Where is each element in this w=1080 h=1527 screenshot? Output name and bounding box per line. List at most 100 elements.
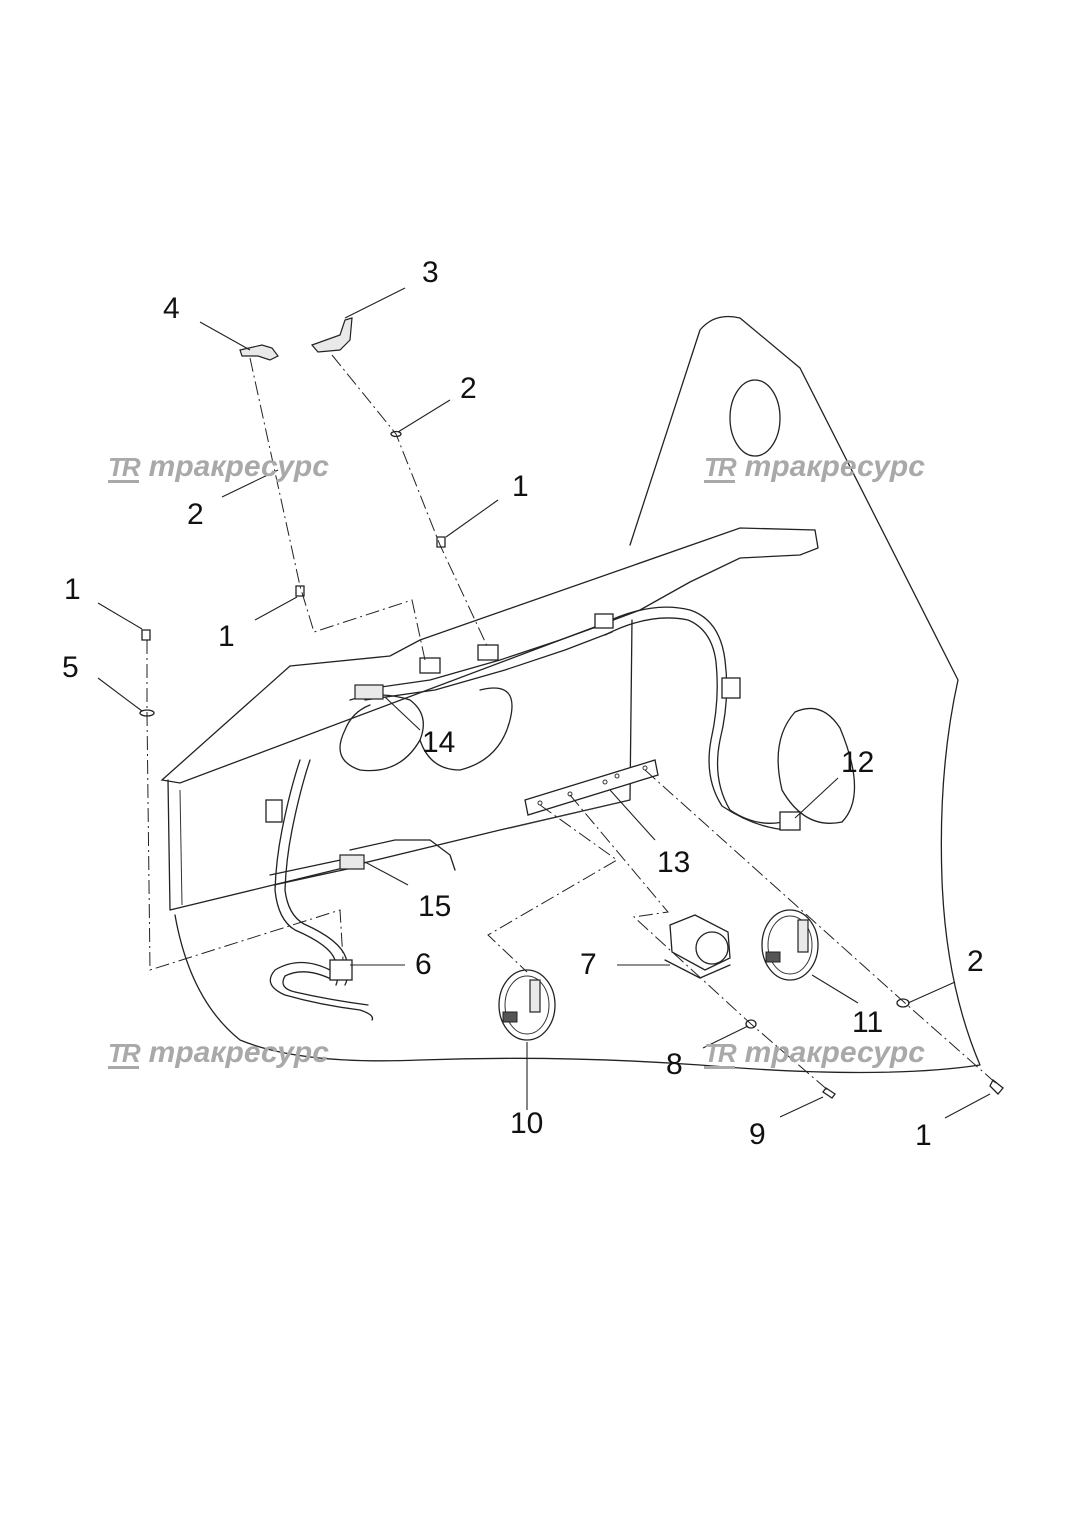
watermark-logo: TR [704,452,737,483]
axis-sensor-4 [249,357,426,661]
bolt-lower-right [989,1078,1004,1095]
leader-2-right [907,981,956,1004]
connector-block-2 [477,644,499,661]
screw-9 [822,1087,836,1099]
harness-lower-hose [269,961,374,1021]
axis-lamp-11 [644,769,999,1086]
callout-8: 8 [666,1048,683,1081]
callout-9: 9 [749,1118,766,1151]
harness-loop [339,694,424,772]
leader-2-top [397,399,451,433]
harness-top [359,621,611,691]
lamp-11-plug [765,951,781,963]
callout-2-top: 2 [460,372,477,405]
panel-hole-upper [729,379,781,457]
harness-right-2 [604,617,789,831]
callout-1-left: 1 [64,573,81,606]
harness-right [599,606,791,824]
leader-1-mid [254,596,298,621]
axis-alarm [569,794,831,1093]
connector-block-3 [594,613,614,629]
callout-7: 7 [580,948,597,981]
front-box-inner [179,789,631,906]
callout-4: 4 [163,292,180,325]
axis-bolt-left [146,640,344,971]
sensor-3 [310,317,353,353]
callout-12: 12 [841,746,875,779]
callout-11: 11 [852,1006,884,1039]
front-box [167,619,633,911]
leader-1-bottom [944,1093,991,1119]
leader-1-right [445,499,499,538]
alarm-7-body [669,914,731,971]
callout-6: 6 [415,948,432,981]
callout-1-upper-right: 1 [512,470,529,503]
callout-10: 10 [510,1107,544,1140]
callout-3: 3 [422,256,439,289]
leader-5 [97,677,143,712]
leader-15 [364,861,409,886]
panel-hole-lower [777,707,856,824]
lamp-11-body [761,909,819,981]
leader-1-left [97,602,143,630]
connector-block-6 [265,799,283,823]
axis-sensor-3 [331,354,489,649]
washer-right [896,998,910,1008]
leader-4 [199,321,251,351]
side-panel-outline [174,315,981,1074]
watermark-logo: TR [108,452,141,483]
leader-11 [811,974,859,1004]
lamp-10-body [498,969,556,1041]
leader-8 [702,1025,749,1049]
watermark-text: тракресурс [744,450,925,483]
watermark-logo: TR [704,1038,737,1069]
watermark-text: тракресурс [744,1036,925,1069]
leader-2-left [221,469,279,498]
lamp-10-inner [504,975,550,1035]
harness-main-2 [284,759,349,986]
bracket-hole-d [614,773,620,779]
callout-14: 14 [422,726,456,759]
axis-lamp-10 [487,804,618,973]
tube-15 [269,857,353,886]
connector-block-5 [779,811,801,831]
alarm-7-face [695,931,729,965]
bracket-hole-c [602,779,608,785]
leader-13 [609,789,656,841]
sensor-4 [239,344,279,361]
fitting-15 [339,854,365,870]
lamp-11-bracket [797,919,809,953]
callout-15: 15 [418,890,452,923]
leader-12 [794,777,839,819]
lamp-10-plug [502,1011,518,1023]
connector-block-6b [329,959,353,981]
lamp-11-inner [767,915,813,975]
harness-top-2 [364,631,613,701]
bracket-hole-b [567,791,573,797]
switch-14 [354,684,384,700]
callout-1-bottom-right: 1 [915,1119,932,1152]
leader-3 [344,287,406,319]
callout-2-right: 2 [967,945,984,978]
bolt-upper-right [436,536,446,548]
leader-14 [384,696,421,731]
front-box-bottom [349,839,456,871]
lamp-10-bracket [529,979,541,1013]
watermark-logo: TR [108,1038,141,1069]
harness-loop-2 [419,687,513,771]
callout-13: 13 [657,846,691,879]
watermark-text: тракресурс [148,450,329,483]
callout-5: 5 [62,651,79,684]
bolt-left [141,629,151,641]
callout-2-left: 2 [187,498,204,531]
connector-block-4 [721,677,741,699]
leader-9 [779,1096,824,1118]
watermark-text: тракресурс [148,1036,329,1069]
connector-block-1 [419,657,441,674]
